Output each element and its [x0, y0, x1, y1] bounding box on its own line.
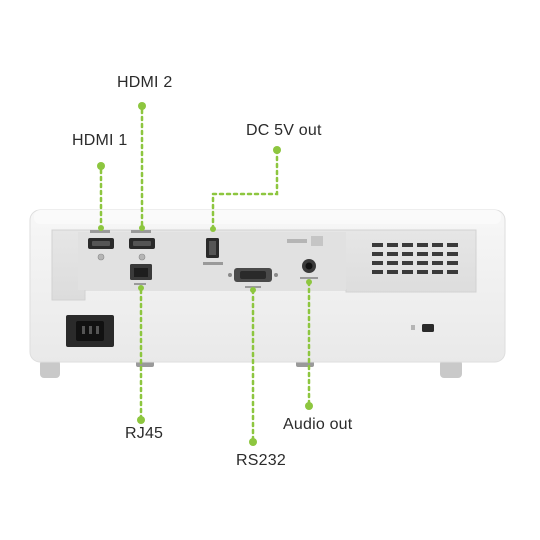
hdmi2-screw-icon	[138, 253, 146, 261]
audio-out-caption	[300, 277, 318, 279]
rs232-screw-left	[228, 273, 232, 277]
callout-dc-5v-out: DC 5V out	[246, 122, 322, 139]
rj45-port-inner	[134, 268, 148, 277]
callout-rj45: RJ45	[125, 425, 164, 442]
hdmi-logo-mark	[287, 239, 307, 243]
leader-dc5v	[211, 148, 279, 230]
usb-5v-port-inner	[209, 241, 216, 255]
rj45-port-caption	[134, 283, 146, 285]
foot-right	[440, 360, 462, 378]
projector-top-edge	[34, 210, 501, 224]
usb-5v-caption	[203, 262, 223, 265]
audio-out-jack-inner	[305, 262, 313, 270]
hdmi-logo-badge	[311, 236, 323, 246]
callout-audio-out: Audio out	[283, 416, 353, 433]
power-inlet-icon	[66, 315, 114, 347]
hdmi2-port-label	[131, 230, 151, 233]
hdmi1-port-inner	[92, 241, 110, 246]
callout-dots	[97, 102, 313, 446]
rs232-screw-right	[274, 273, 278, 277]
vent-grille	[372, 243, 458, 274]
callout-leaders	[99, 108, 311, 442]
callout-hdmi2: HDMI 2	[117, 74, 173, 91]
callout-hdmi1: HDMI 1	[72, 132, 128, 149]
callout-rs232: RS232	[236, 452, 286, 469]
hdmi1-screw-icon	[97, 253, 105, 261]
foot-left	[40, 360, 60, 378]
hdmi2-port-inner	[133, 241, 151, 246]
kensington-lock-icon	[411, 324, 434, 332]
rs232-port-inner	[240, 271, 266, 279]
hdmi1-port-label	[90, 230, 110, 233]
